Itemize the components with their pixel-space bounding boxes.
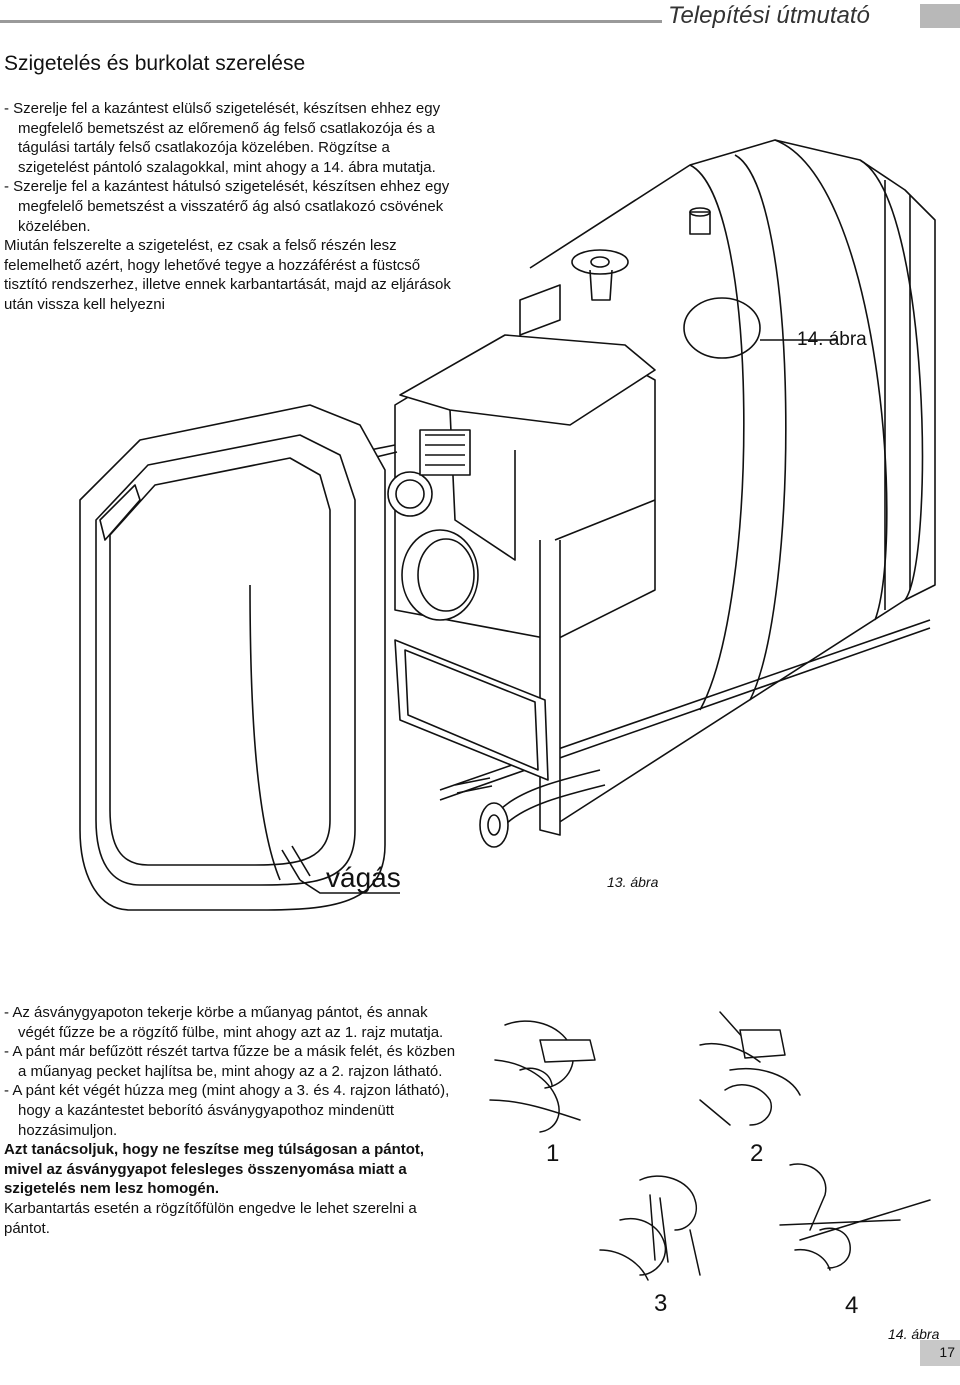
top-instructions: - Szerelje fel a kazántest elülső sziget… <box>4 99 459 315</box>
warning-text: Azt tanácsoljuk, hogy ne feszítse meg tú… <box>4 1141 425 1198</box>
section-title: Szigetelés és burkolat szerelése <box>4 52 306 75</box>
instruction-note: Miután felszerelte a szigetelést, ez csa… <box>4 237 451 313</box>
insulation-jacket <box>79 404 400 911</box>
page-number-box: 17 <box>920 1340 960 1366</box>
step-1-illustration <box>489 1020 596 1133</box>
instruction-rear-insulation: - Szerelje fel a kazántest hátulsó szige… <box>4 178 450 235</box>
step-4-number: 4 <box>845 1292 859 1319</box>
instruction-front-insulation: - Szerelje fel a kazántest elülső sziget… <box>4 100 441 176</box>
callout-14 <box>683 297 838 359</box>
step-3-number: 3 <box>654 1290 668 1317</box>
step-3-illustration <box>599 1175 701 1281</box>
page-header: Telepítési útmutató <box>0 2 960 29</box>
figure-14-steps-label: 14. ábra <box>888 1326 940 1342</box>
header-title: Telepítési útmutató <box>668 2 870 29</box>
header-tab <box>920 4 960 28</box>
maintenance-text: Karbantartás esetén a rögzítőfülön enged… <box>4 1199 417 1237</box>
step-2-illustration <box>699 1011 801 1126</box>
strap-step-2-text: - A pánt már befűzött részét tartva fűzz… <box>4 1043 456 1080</box>
figure-14-label: 14. ábra <box>797 329 867 350</box>
step-1-number: 1 <box>546 1140 560 1167</box>
step-4-illustration <box>779 1163 931 1271</box>
figure-13-label: 13. ábra <box>607 874 659 890</box>
boiler-front-panel <box>369 334 656 848</box>
strap-step-3-text: - A pánt két végét húzza meg (mint ahogy… <box>4 1082 450 1139</box>
strap-step-1-text: - Az ásványgyapoton tekerje körbe a műan… <box>4 1004 444 1041</box>
header-rule <box>0 20 662 23</box>
page-number: 17 <box>939 1344 955 1360</box>
strap-instructions: - Az ásványgyapoton tekerje körbe a műan… <box>4 1003 459 1238</box>
cut-label: vágás <box>326 862 401 893</box>
boiler-body <box>439 139 936 826</box>
step-2-number: 2 <box>750 1140 764 1167</box>
